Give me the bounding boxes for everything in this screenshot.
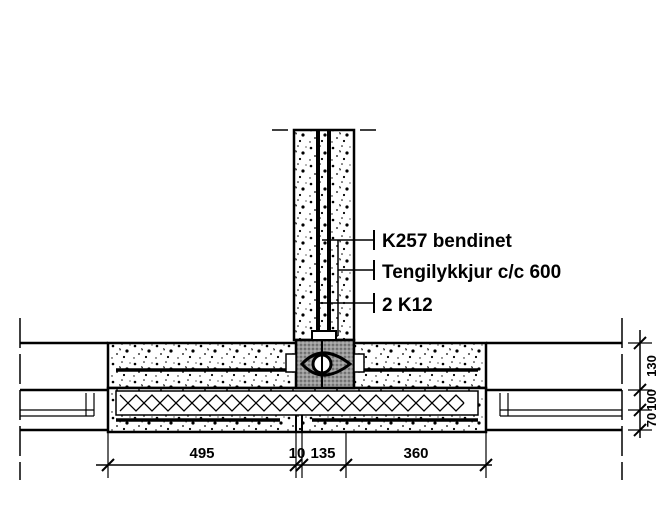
callout-k257: K257 bendinet [382,231,513,252]
left-slab [20,341,108,432]
vertical-wall [292,128,356,342]
dim-135: 135 [310,445,335,462]
dim-100: 100 [644,389,659,411]
joint-node [285,330,365,390]
dim-70: 70 [644,413,659,427]
dim-130: 130 [644,355,659,377]
callout-tengilykkjur: Tengilykkjur c/c 600 [382,262,561,283]
dim-495: 495 [189,445,214,462]
dim-360: 360 [403,445,428,462]
dim-10: 10 [289,445,306,462]
insulation-zigzag [119,394,465,412]
extension-lines [19,318,623,480]
callout-2k12: 2 K12 [382,295,433,316]
right-slab [486,341,622,432]
callout-leaders [318,230,375,313]
vertical-dimension-line [628,330,652,438]
horizontal-dimension-line [96,432,493,478]
